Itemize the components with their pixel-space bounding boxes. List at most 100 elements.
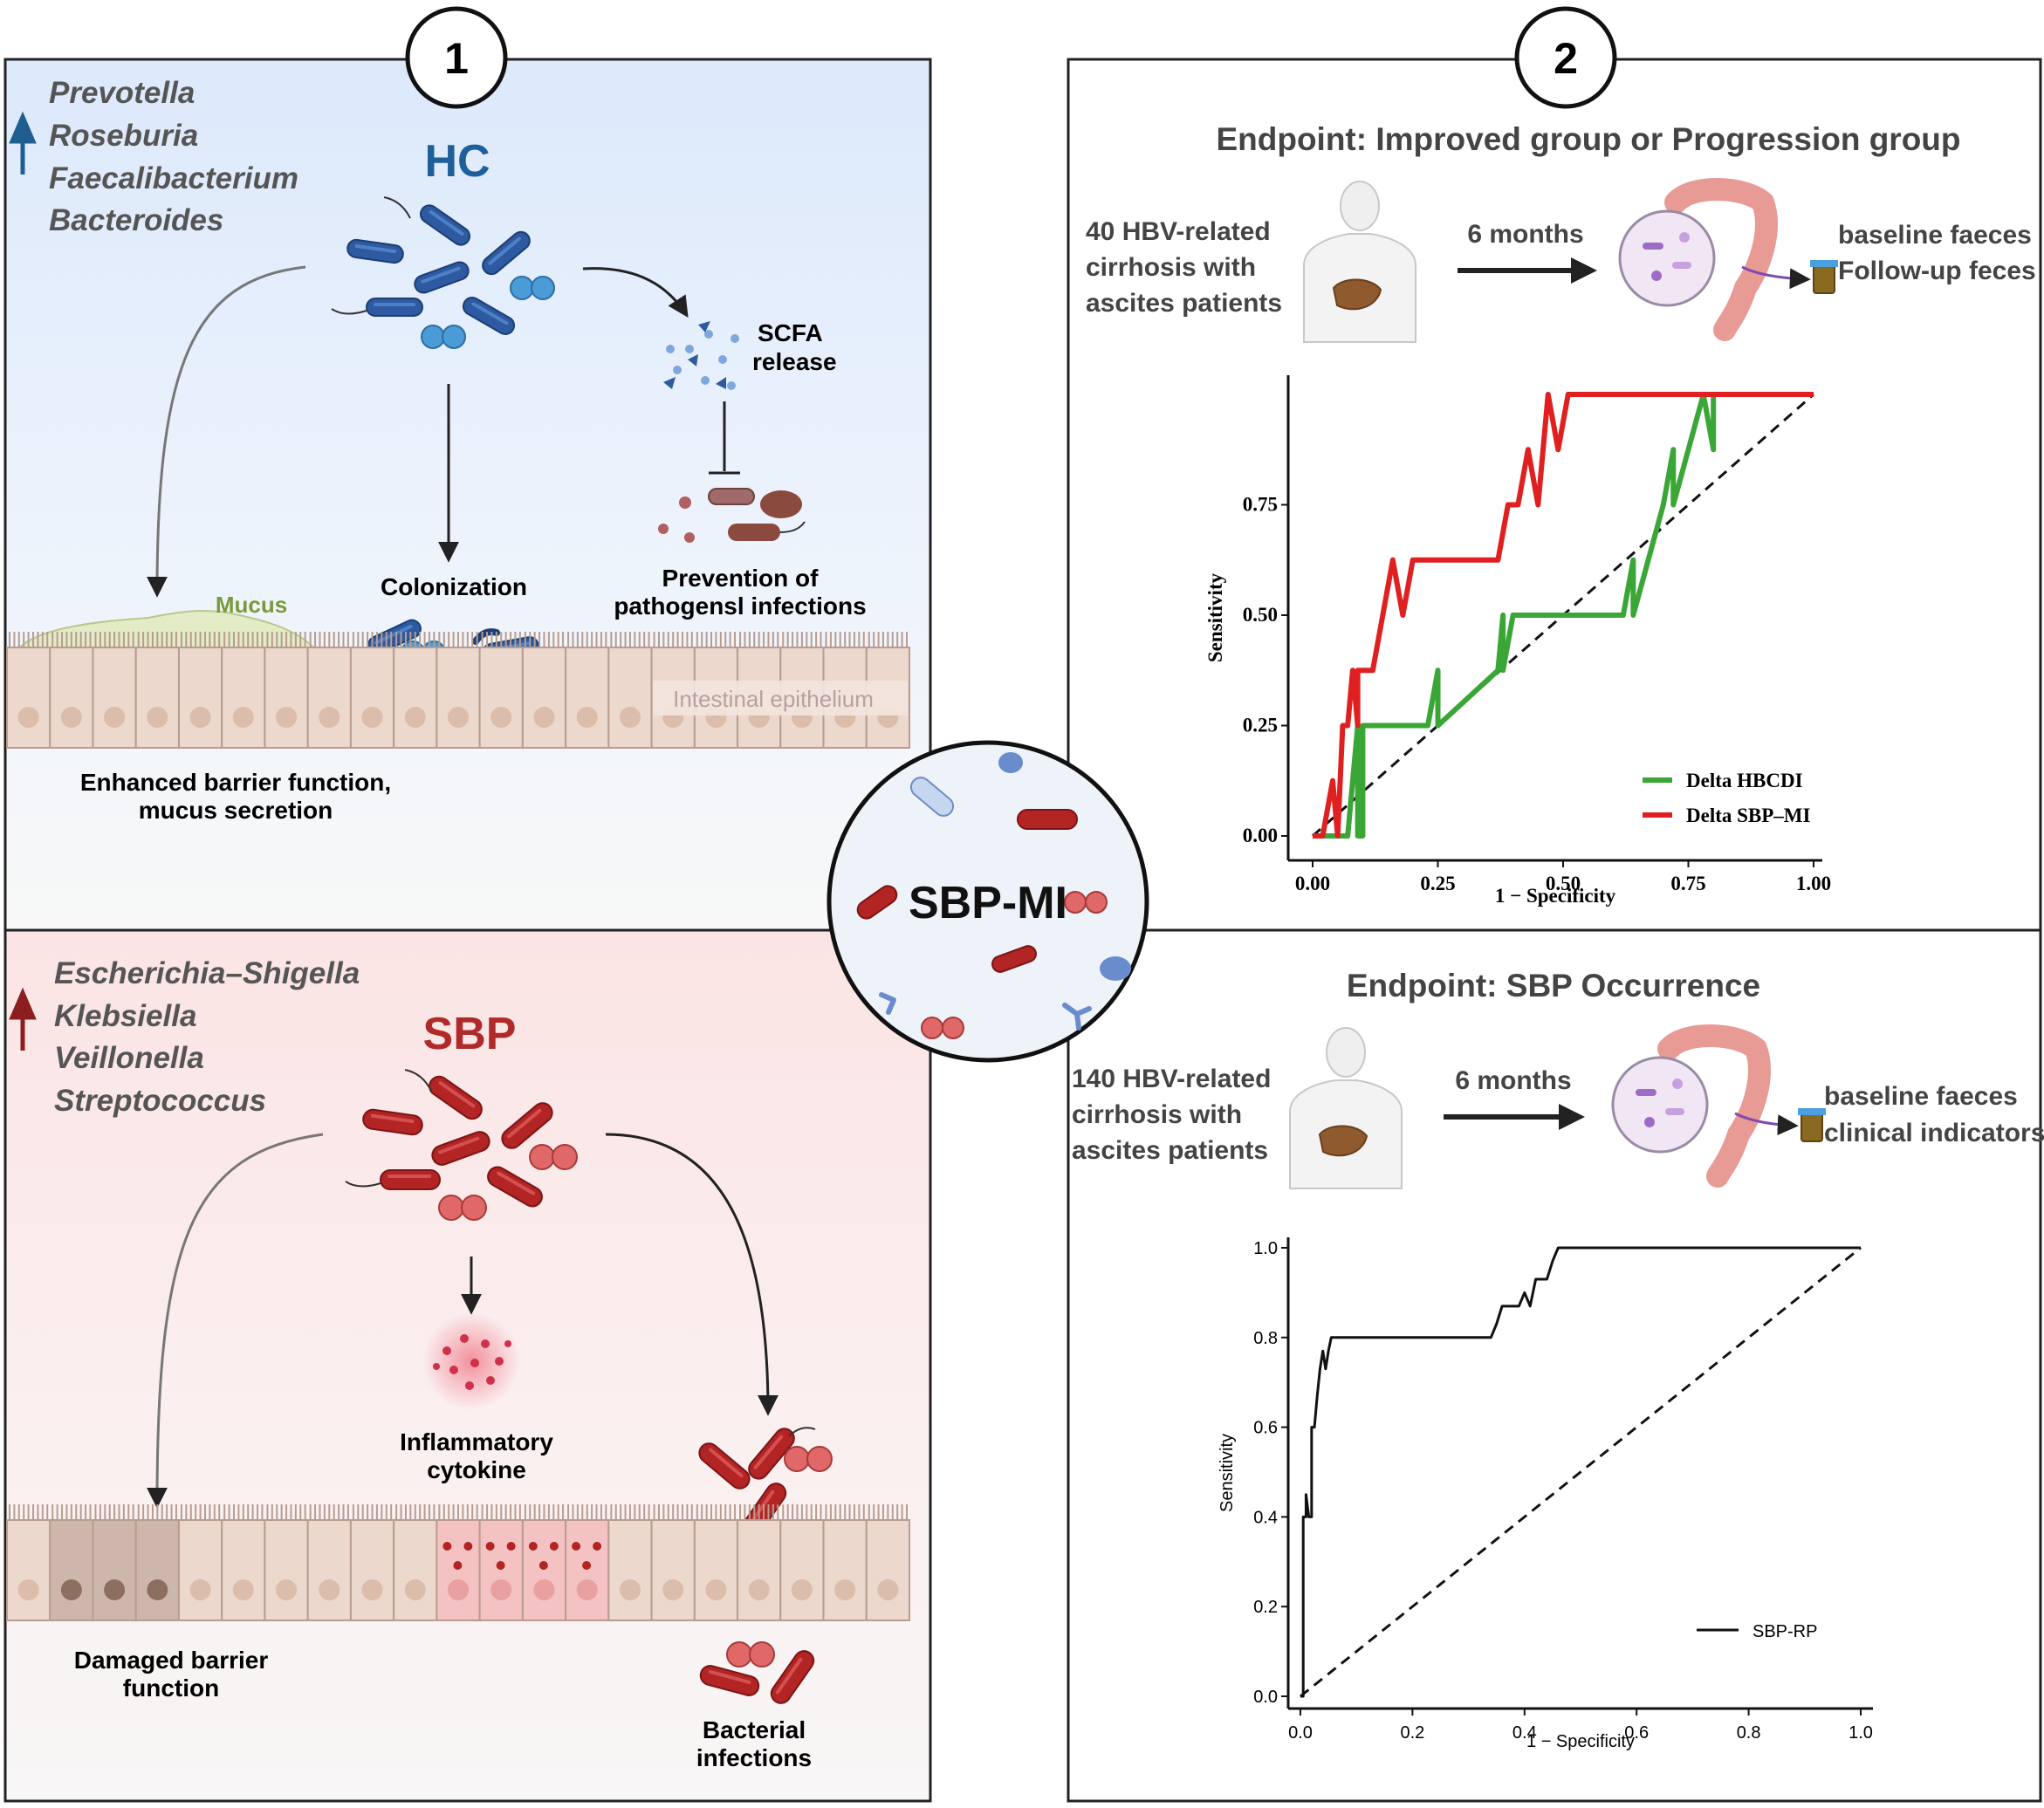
cell-nucleus (17, 1579, 39, 1600)
prevention-line-2: pathogensl infections (614, 592, 866, 620)
cell-nucleus (232, 707, 254, 728)
hc-label: HC (424, 136, 490, 187)
mucus-layer (15, 610, 319, 651)
x-tick-label: 0.50 (1546, 873, 1581, 894)
cell-nucleus (361, 707, 383, 728)
cytokine-line-1: Inflammatory (400, 1428, 553, 1455)
y-tick-label: 1.0 (1253, 1239, 1278, 1258)
x-tick-label: 0.25 (1420, 873, 1455, 894)
epithelial-cell (607, 647, 653, 749)
infection-particle (506, 1542, 516, 1551)
up-arrow-red-icon (9, 987, 37, 1051)
epithelial-cell (822, 1519, 868, 1621)
badge-1-circle (405, 6, 508, 109)
colonization-label: Colonization (381, 573, 527, 600)
epithelial-cell (49, 647, 94, 749)
infection-particle (528, 1542, 538, 1551)
cell-nucleus (448, 707, 469, 728)
cell-nucleus (60, 707, 82, 728)
epithelial-cell (134, 1519, 180, 1621)
hc-epithelium (6, 632, 910, 749)
y-tick-label: 0.2 (1253, 1598, 1278, 1617)
x-axis-label: 1 − Specificity (1526, 1732, 1635, 1751)
y-tick-label: 0.75 (1243, 494, 1278, 516)
epithelial-cell (865, 1519, 910, 1621)
top-patients-3: ascites patients (1086, 289, 1282, 318)
y-tick-label: 0.8 (1253, 1329, 1278, 1348)
hc-taxon-4: Bacteroides (49, 203, 223, 237)
infection-particle (549, 1542, 559, 1551)
y-axis-label: Sensitivity (1217, 1434, 1237, 1512)
epithelial-cell (92, 647, 137, 749)
epithelial-cell (177, 647, 223, 749)
epithelial-cell (565, 647, 610, 749)
x-tick-label: 0.2 (1400, 1723, 1424, 1743)
cell-nucleus (60, 1579, 82, 1600)
arrow-to-scfa (582, 267, 689, 318)
arrow-to-infection (605, 1133, 779, 1416)
infection-particle (593, 1542, 602, 1551)
infection-particle (572, 1542, 581, 1551)
scfa-particles (663, 321, 739, 390)
infection-particle (442, 1542, 452, 1551)
cell-nucleus (877, 1579, 899, 1600)
y-axis-label: Sensitivity (1204, 572, 1226, 662)
cell-nucleus (619, 707, 641, 728)
cell-nucleus (319, 1579, 340, 1600)
x-tick-label: 1.00 (1796, 873, 1831, 894)
x-tick-label: 0.0 (1288, 1723, 1313, 1743)
bottom-sample-2: clinical indicators (1824, 1119, 2044, 1147)
epithelial-cell (349, 647, 395, 749)
y-tick-label: 0.50 (1243, 604, 1278, 626)
infection-particle (463, 1542, 473, 1551)
center-label: SBP-MI (909, 878, 1067, 928)
cell-nucleus (748, 1579, 770, 1600)
sbp-taxon-1: Escherichia–Shigella (54, 956, 360, 990)
invading-bacteria (694, 1423, 833, 1709)
cell-nucleus (104, 707, 126, 728)
x-tick-label: 0.8 (1737, 1723, 1761, 1743)
x-tick-label: 0.00 (1295, 873, 1330, 894)
epithelium-label: Intestinal epithelium (673, 686, 874, 712)
sbp-bacteria-cluster (345, 1069, 578, 1221)
cell-nucleus (834, 1579, 856, 1600)
infection-particle (582, 1561, 592, 1570)
infection-particle (453, 1561, 463, 1570)
x-tick-label: 0.4 (1512, 1723, 1537, 1743)
y-tick-label: 0.00 (1243, 825, 1278, 846)
epithelial-cell (565, 1519, 610, 1621)
reference-diagonal (1300, 1246, 1862, 1698)
epithelial-cell (177, 1519, 223, 1621)
y-tick-label: 0.25 (1243, 715, 1278, 736)
patient-figure-bottom (1289, 1027, 1403, 1189)
cell-nucleus (576, 707, 598, 728)
cell-nucleus (276, 1579, 298, 1600)
epithelial-cell (306, 647, 352, 749)
scfa-label: SCFA (758, 319, 823, 346)
cell-nucleus (619, 1579, 641, 1600)
cell-nucleus (490, 707, 512, 728)
top-sample-2: Follow-up feces (1838, 257, 2036, 285)
panel-2-bottom (1067, 928, 2042, 1803)
epithelial-cell (436, 1519, 481, 1621)
prevention-line-1: Prevention of (662, 565, 820, 592)
epithelial-cell (349, 1519, 395, 1621)
inhibition-line (709, 401, 740, 475)
epithelial-cell (264, 647, 309, 749)
barrier-line-2: mucus secretion (139, 797, 333, 824)
top-duration: 6 months (1467, 220, 1583, 249)
y-tick-label: 0.0 (1253, 1688, 1278, 1707)
epithelial-cell (134, 647, 180, 749)
epithelial-cell (306, 1519, 352, 1621)
x-tick-label: 0.75 (1670, 873, 1705, 894)
infection-particle (496, 1561, 505, 1570)
gut-microbiome-bottom (1611, 1024, 1826, 1188)
badge-1: 1 (444, 34, 469, 83)
hc-taxon-1: Prevotella (49, 76, 195, 110)
arrow-to-mucus (147, 265, 306, 598)
x-tick-label: 1.0 (1849, 1723, 1873, 1743)
cytokine-cluster (422, 1312, 520, 1410)
infection-particle (485, 1542, 495, 1551)
cell-nucleus (319, 707, 340, 728)
